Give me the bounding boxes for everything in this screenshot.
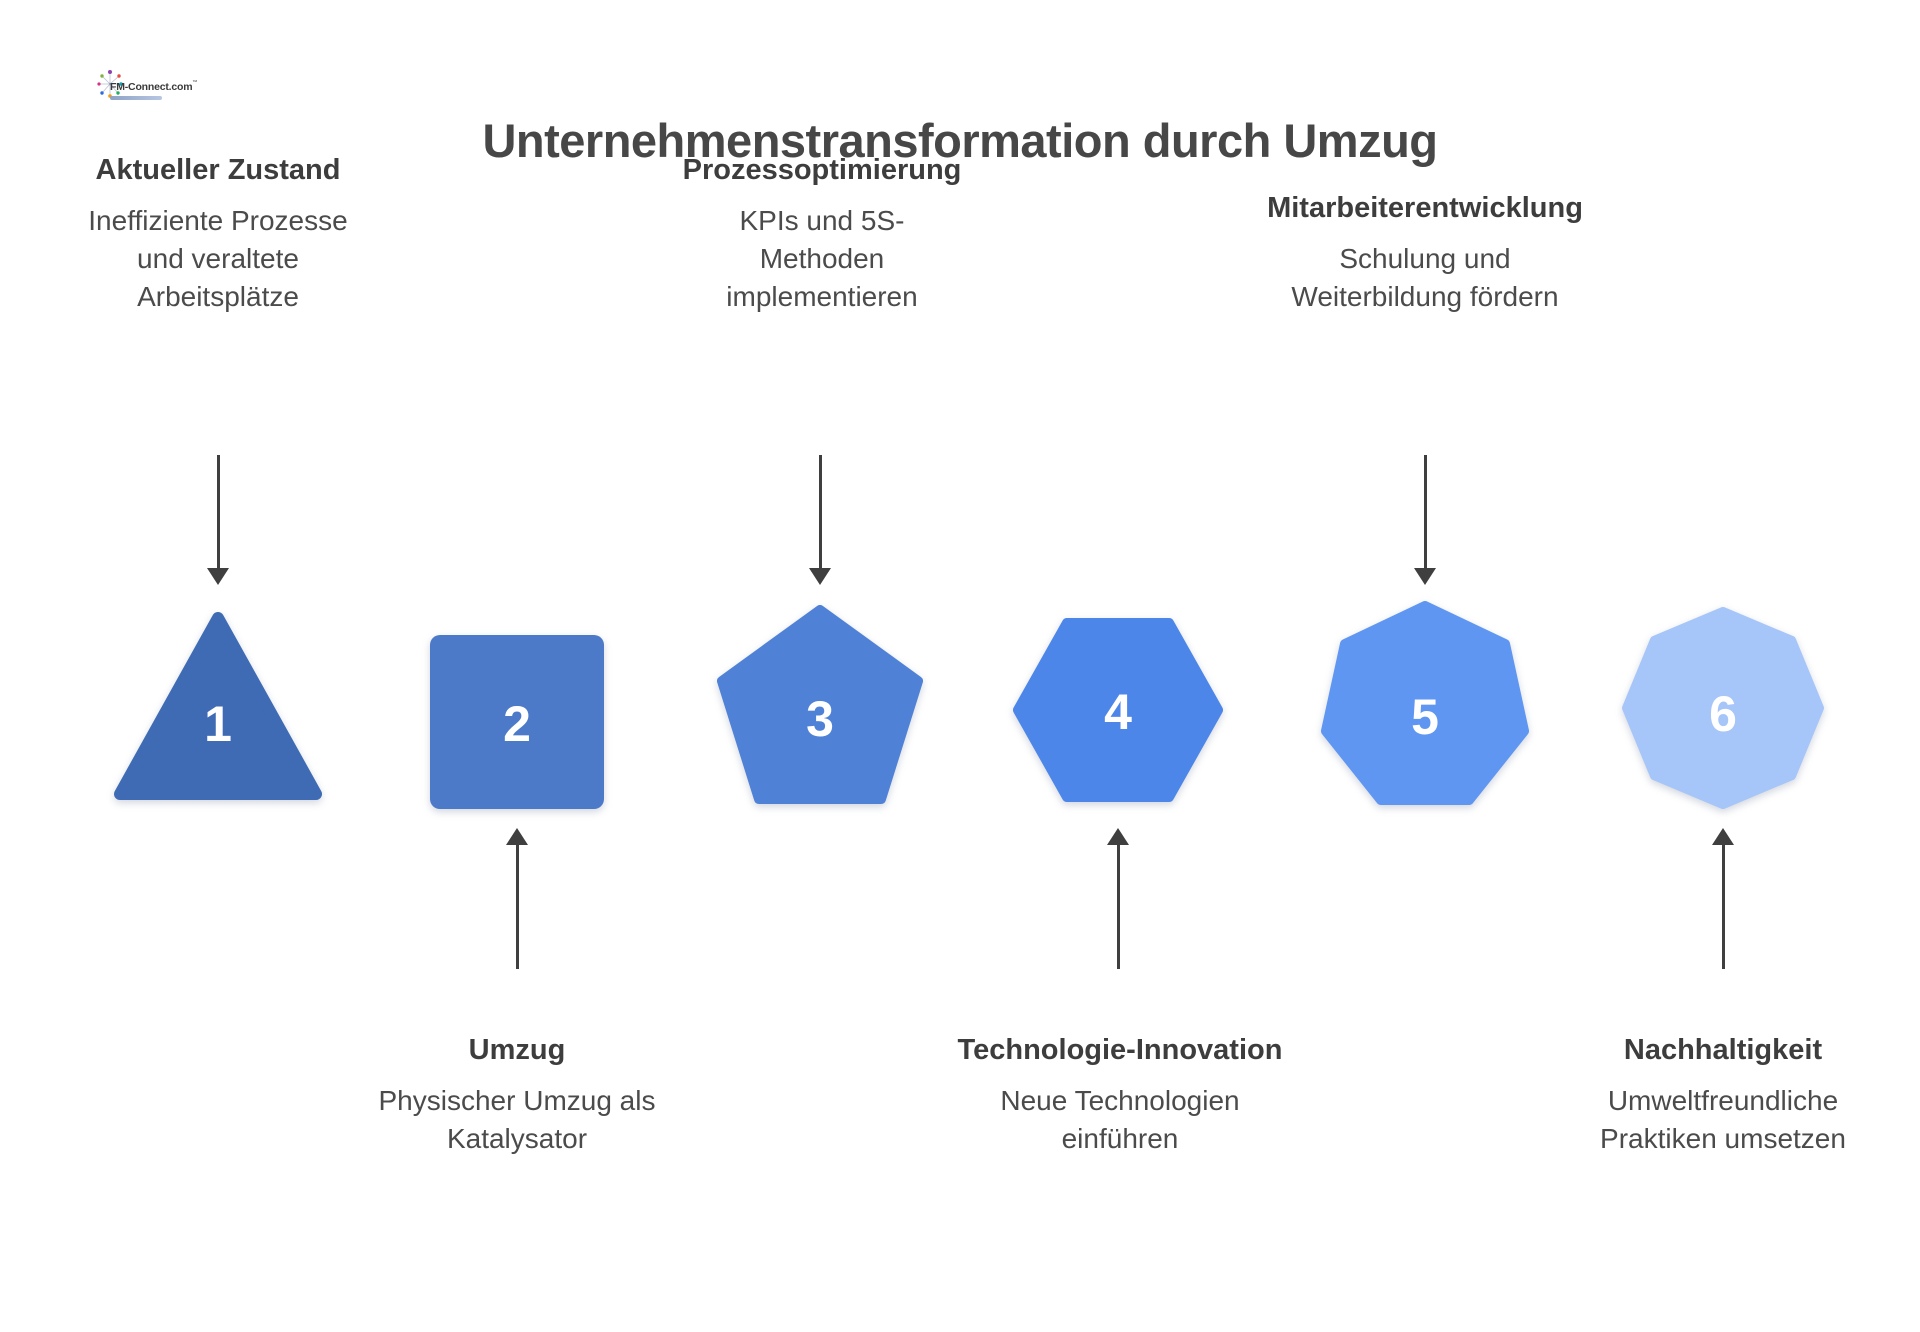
step-3-description: KPIs und 5S-Methoden implementieren [726, 204, 918, 312]
step-3-label: Prozessoptimierung KPIs und 5S-Methoden … [662, 152, 982, 316]
step-5-shape: 5 [1315, 600, 1535, 810]
arrow-head-down-icon [809, 568, 831, 585]
step-3-heading: Prozessoptimierung [682, 153, 962, 186]
step-4-description: Neue Technologien einführen [1000, 1085, 1240, 1155]
logo-tagline-bar [110, 96, 162, 100]
arrow-shaft [1116, 845, 1120, 969]
step-1-shape: 1 [108, 606, 328, 806]
square-icon [430, 635, 604, 809]
step-1-number: 1 [204, 696, 232, 752]
octagon-icon [1622, 607, 1824, 809]
arrow-head-up-icon [506, 828, 528, 845]
heptagon-icon [1321, 601, 1529, 805]
step-2-shape: 2 [428, 633, 606, 811]
step-5-label: Mitarbeiterentwicklung Schulung und Weit… [1245, 190, 1605, 316]
arrow-up-6 [1711, 828, 1735, 969]
step-2-description: Physischer Umzug als Katalysator [378, 1085, 656, 1155]
hexagon-icon [1013, 618, 1223, 802]
arrow-head-down-icon [1414, 568, 1436, 585]
step-1-description: Ineffiziente Prozesse und veraltete Arbe… [88, 204, 348, 312]
step-5-heading: Mitarbeiterentwicklung [1267, 191, 1583, 224]
step-1-heading: Aktueller Zustand [95, 153, 341, 186]
logo-starburst-icon [97, 70, 123, 98]
step-2-heading: Umzug [468, 1034, 566, 1066]
arrow-head-up-icon [1712, 828, 1734, 845]
step-6-label: Nachhaltigkeit Umweltfreundliche Praktik… [1553, 1032, 1893, 1158]
step-6-shape: 6 [1613, 605, 1833, 811]
arrow-down-3 [808, 455, 832, 585]
step-6-description: Umweltfreundliche Praktiken umsetzen [1600, 1085, 1846, 1155]
triangle-icon [114, 612, 322, 800]
logo-fm-connect: FM-Connect.com™ [97, 70, 197, 104]
arrow-shaft [818, 455, 822, 568]
arrow-down-1 [206, 455, 230, 585]
step-5-number: 5 [1411, 689, 1439, 745]
step-4-number: 4 [1104, 684, 1132, 740]
step-6-heading: Nachhaltigkeit [1623, 1034, 1823, 1066]
step-3-number: 3 [806, 691, 834, 747]
step-1-label: Aktueller Zustand Ineffiziente Prozesse … [58, 152, 378, 316]
logo-text: FM-Connect.com [110, 81, 193, 93]
step-2-label: Umzug Physischer Umzug als Katalysator [347, 1032, 687, 1158]
step-3-shape: 3 [710, 604, 930, 814]
arrow-head-up-icon [1107, 828, 1129, 845]
arrow-shaft [515, 845, 519, 969]
arrow-shaft [1423, 455, 1427, 568]
step-4-shape: 4 [1013, 618, 1223, 802]
step-6-number: 6 [1709, 686, 1737, 742]
step-5-description: Schulung und Weiterbildung fördern [1291, 242, 1559, 312]
arrow-head-down-icon [207, 568, 229, 585]
arrow-shaft [1721, 845, 1725, 969]
step-4-heading: Technologie-Innovation [957, 1034, 1283, 1066]
logo-trademark: ™ [192, 79, 198, 86]
page-title: Unternehmenstransformation durch Umzug [482, 114, 1438, 168]
step-2-number: 2 [503, 696, 531, 752]
arrow-down-5 [1413, 455, 1437, 585]
arrow-up-4 [1106, 828, 1130, 969]
pentagon-icon [717, 605, 923, 804]
step-4-label: Technologie-Innovation Neue Technologien… [940, 1032, 1300, 1158]
arrow-up-2 [505, 828, 529, 969]
arrow-shaft [216, 455, 220, 568]
